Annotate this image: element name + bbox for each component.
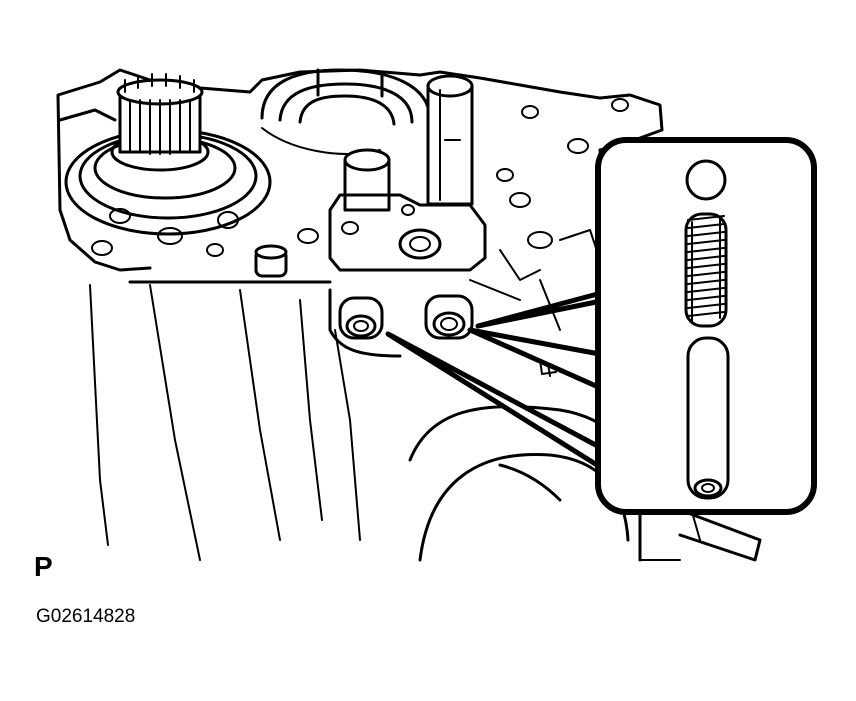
detent-spring-icon — [684, 212, 728, 328]
detent-pin-icon — [686, 336, 730, 500]
housing-outline — [56, 68, 664, 561]
center-boss — [328, 148, 487, 272]
figure-id: G02614828 — [36, 606, 136, 627]
flange-holes — [91, 98, 629, 278]
input-shaft — [64, 73, 272, 236]
view-letter: P — [34, 551, 53, 582]
detent-ball-icon — [685, 159, 727, 201]
detent-plug-holes — [328, 279, 557, 377]
output-bearing — [260, 68, 432, 155]
shift-shaft — [426, 74, 474, 206]
callout-leaders — [385, 289, 609, 473]
